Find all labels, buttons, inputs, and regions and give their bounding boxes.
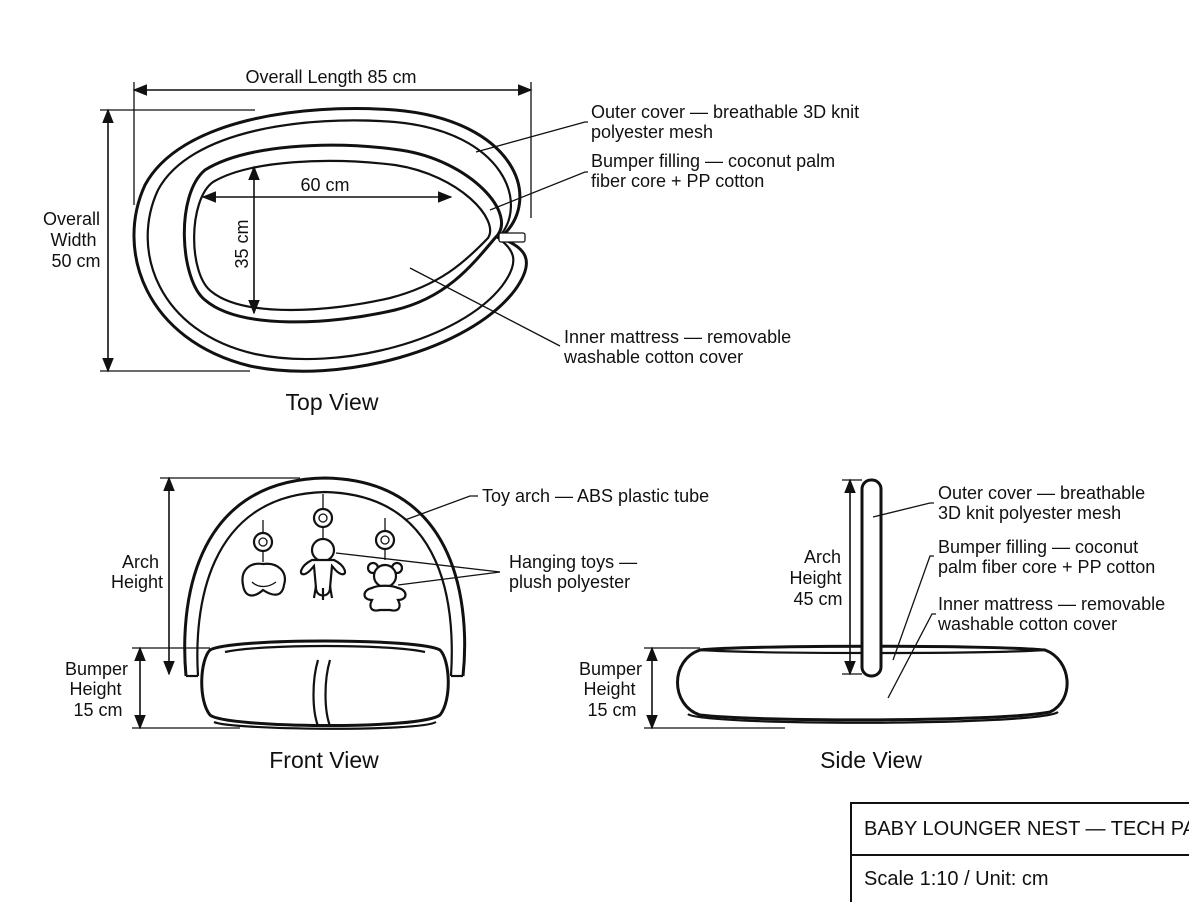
top-view: Overall Length 85 cm Overall Width 50 cm…: [43, 67, 864, 415]
side-arch-height-label: Arch Height 45 cm: [789, 547, 846, 609]
front-view: Arch Height Bumper Height 15 cm Toy arch…: [65, 476, 709, 773]
front-bumper-height-label: Bumper Height 15 cm: [65, 659, 133, 720]
top-view-outer-shell-inner-line: [146, 119, 515, 361]
side-view-title: Side View: [820, 747, 922, 773]
side-bumper-height-label: Bumper Height 15 cm: [579, 659, 647, 720]
side-callout-line-bumper: [892, 555, 934, 661]
top-view-zipper-tab: [498, 232, 526, 243]
side-callout-line-outer: [872, 502, 934, 518]
top-callout-inner-mattress: Inner mattress — removable washable cott…: [563, 327, 796, 367]
side-view-arch-post: [860, 478, 883, 678]
front-view-title: Front View: [269, 747, 379, 773]
overall-length-label: Overall Length 85 cm: [245, 67, 416, 87]
callout-line-outer-cover: [475, 121, 588, 153]
front-callout-toy-arch: Toy arch — ABS plastic tube: [482, 486, 709, 506]
front-view-toy-arch-inner: [196, 490, 453, 677]
front-callout-hanging-toys: Hanging toys — plush polyester: [509, 552, 642, 592]
title-block-name: BABY LOUNGER NEST — TECH PACK: [852, 804, 1189, 856]
title-block-scale: Scale 1:10 / Unit: cm: [864, 868, 1049, 890]
front-view-cushion-split: [312, 659, 320, 727]
top-view-outer-shell: [132, 107, 528, 373]
side-callout-bumper-filling: Bumper filling — coconut palm fiber core…: [938, 537, 1155, 577]
callout-line-inner-mattress: [409, 267, 561, 347]
overall-width-label: Overall Width 50 cm: [43, 209, 105, 271]
top-view-title: Top View: [286, 389, 379, 415]
callout-line-hanging-toys: [335, 552, 501, 573]
side-view: Arch Height 45 cm Bumper Height 15 cm Ou…: [579, 478, 1170, 773]
side-callout-outer-cover: Outer cover — breathable 3D knit polyest…: [938, 483, 1150, 523]
hanging-toy-middle: [299, 494, 347, 600]
side-callout-inner-mattress: Inner mattress — removable washable cott…: [937, 594, 1170, 634]
front-arch-height-label: Arch Height: [111, 552, 164, 592]
side-callout-line-mattress: [887, 613, 936, 699]
front-view-toy-arch: [183, 476, 467, 677]
top-callout-bumper-filling: Bumper filling — coconut palm fiber core…: [591, 151, 840, 191]
callout-line-toy-arch: [404, 495, 478, 521]
top-view-mattress: [193, 159, 492, 312]
callout-line-bumper-filling: [489, 171, 588, 211]
hanging-toy-left: [241, 520, 286, 597]
top-view-bumper-inner-edge: [182, 143, 503, 324]
inner-width-label: 35 cm: [232, 219, 252, 268]
title-block: BABY LOUNGER NEST — TECH PACK Scale 1:10…: [850, 802, 1189, 902]
hanging-toy-right: [363, 518, 407, 612]
inner-length-label: 60 cm: [300, 175, 349, 195]
side-view-bumper-base: [676, 644, 1069, 722]
top-callout-outer-cover: Outer cover — breathable 3D knit polyest…: [591, 102, 864, 142]
